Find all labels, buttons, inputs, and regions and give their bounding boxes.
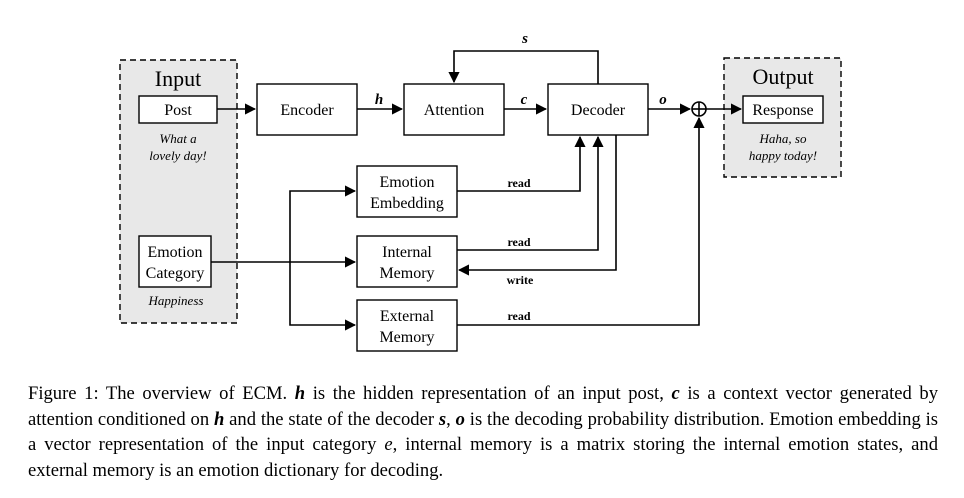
- caption-text: is the hidden representation of an input…: [312, 383, 664, 404]
- emotion-category-example: Happiness: [148, 293, 204, 308]
- internal-memory-label-line-2: Memory: [379, 265, 434, 282]
- response-example-line-1: Haha, so: [759, 131, 807, 146]
- edge-label-read-embedding: read: [507, 176, 530, 190]
- caption-symbol-e: e: [384, 434, 393, 455]
- output-group: Output Response Haha, so happy today!: [723, 57, 842, 178]
- edge-label-c: c: [521, 92, 528, 108]
- post-label: Post: [164, 102, 192, 119]
- internal-memory-write-arrow: [457, 135, 617, 276]
- encoder-module: Encoder: [256, 83, 358, 136]
- output-title: Output: [752, 64, 813, 89]
- caption-figure-number: Figure 1:: [28, 383, 99, 404]
- emotion-embedding-label-line-1: Emotion: [379, 174, 434, 191]
- decoder-state-feedback-arrow: [448, 50, 599, 84]
- input-group: Input Post What a lovely day! Emotion Ca…: [119, 59, 238, 324]
- emotion-category-box: [138, 235, 212, 288]
- figure-caption: Figure 1: The overview of ECM. h is the …: [28, 381, 938, 483]
- encoder-label: Encoder: [280, 102, 334, 119]
- emotion-category-label-line-1: Emotion: [147, 244, 202, 261]
- caption-symbol-o: o: [455, 408, 465, 430]
- post-example-line-2: lovely day!: [149, 148, 206, 163]
- external-memory-label-line-1: External: [380, 308, 435, 325]
- external-memory-label-line-2: Memory: [379, 329, 434, 346]
- internal-memory-label-line-1: Internal: [382, 244, 432, 261]
- edge-label-read-internal: read: [507, 235, 530, 249]
- caption-text: and the state of the decoder: [229, 408, 435, 430]
- response-label: Response: [752, 102, 813, 119]
- caption-text: is the decoding probability distribution…: [28, 408, 938, 456]
- caption-text: , internal memory is a matrix storing th…: [28, 434, 939, 481]
- response-example-line-2: happy today!: [749, 148, 817, 163]
- response-box: [742, 95, 824, 124]
- caption-text: is a context vector generated by attenti…: [28, 383, 939, 430]
- edge-label-s: s: [521, 31, 528, 47]
- edge-label-read-external: read: [507, 309, 530, 323]
- caption-symbol-h: h: [213, 408, 225, 430]
- category-to-emotion-embedding-arrow: [289, 185, 357, 262]
- ecm-architecture-diagram: Input Post What a lovely day! Emotion Ca…: [119, 31, 842, 352]
- external-memory-read-arrow: [457, 116, 705, 326]
- caption-symbol-s: s: [438, 408, 447, 430]
- internal-memory-module: Internal Memory: [356, 235, 458, 288]
- edge-label-o: o: [659, 92, 667, 108]
- emotion-embedding-module: Emotion Embedding: [356, 165, 458, 218]
- edge-label-h: h: [375, 92, 383, 108]
- sum-node-icon: [691, 101, 707, 117]
- decoder-label: Decoder: [571, 102, 626, 119]
- emotion-embedding-read-arrow: [457, 135, 586, 192]
- emotion-category-label-line-2: Category: [146, 265, 205, 282]
- internal-memory-read-arrow: [457, 135, 604, 251]
- input-title: Input: [155, 66, 201, 91]
- attention-label: Attention: [424, 102, 484, 119]
- caption-symbol-c: c: [671, 383, 680, 404]
- emotion-embedding-label-line-2: Embedding: [370, 195, 444, 212]
- external-memory-module: External Memory: [356, 299, 458, 352]
- post-example-line-1: What a: [159, 131, 197, 146]
- caption-text: The overview of ECM.: [105, 383, 288, 404]
- post-box: [138, 95, 218, 124]
- decoder-module: Decoder: [547, 83, 649, 136]
- edge-label-write-internal: write: [507, 273, 534, 287]
- category-to-external-memory-arrow: [289, 262, 357, 331]
- attention-module: Attention: [403, 83, 505, 136]
- caption-text: ,: [446, 408, 451, 430]
- caption-symbol-h: h: [294, 383, 306, 404]
